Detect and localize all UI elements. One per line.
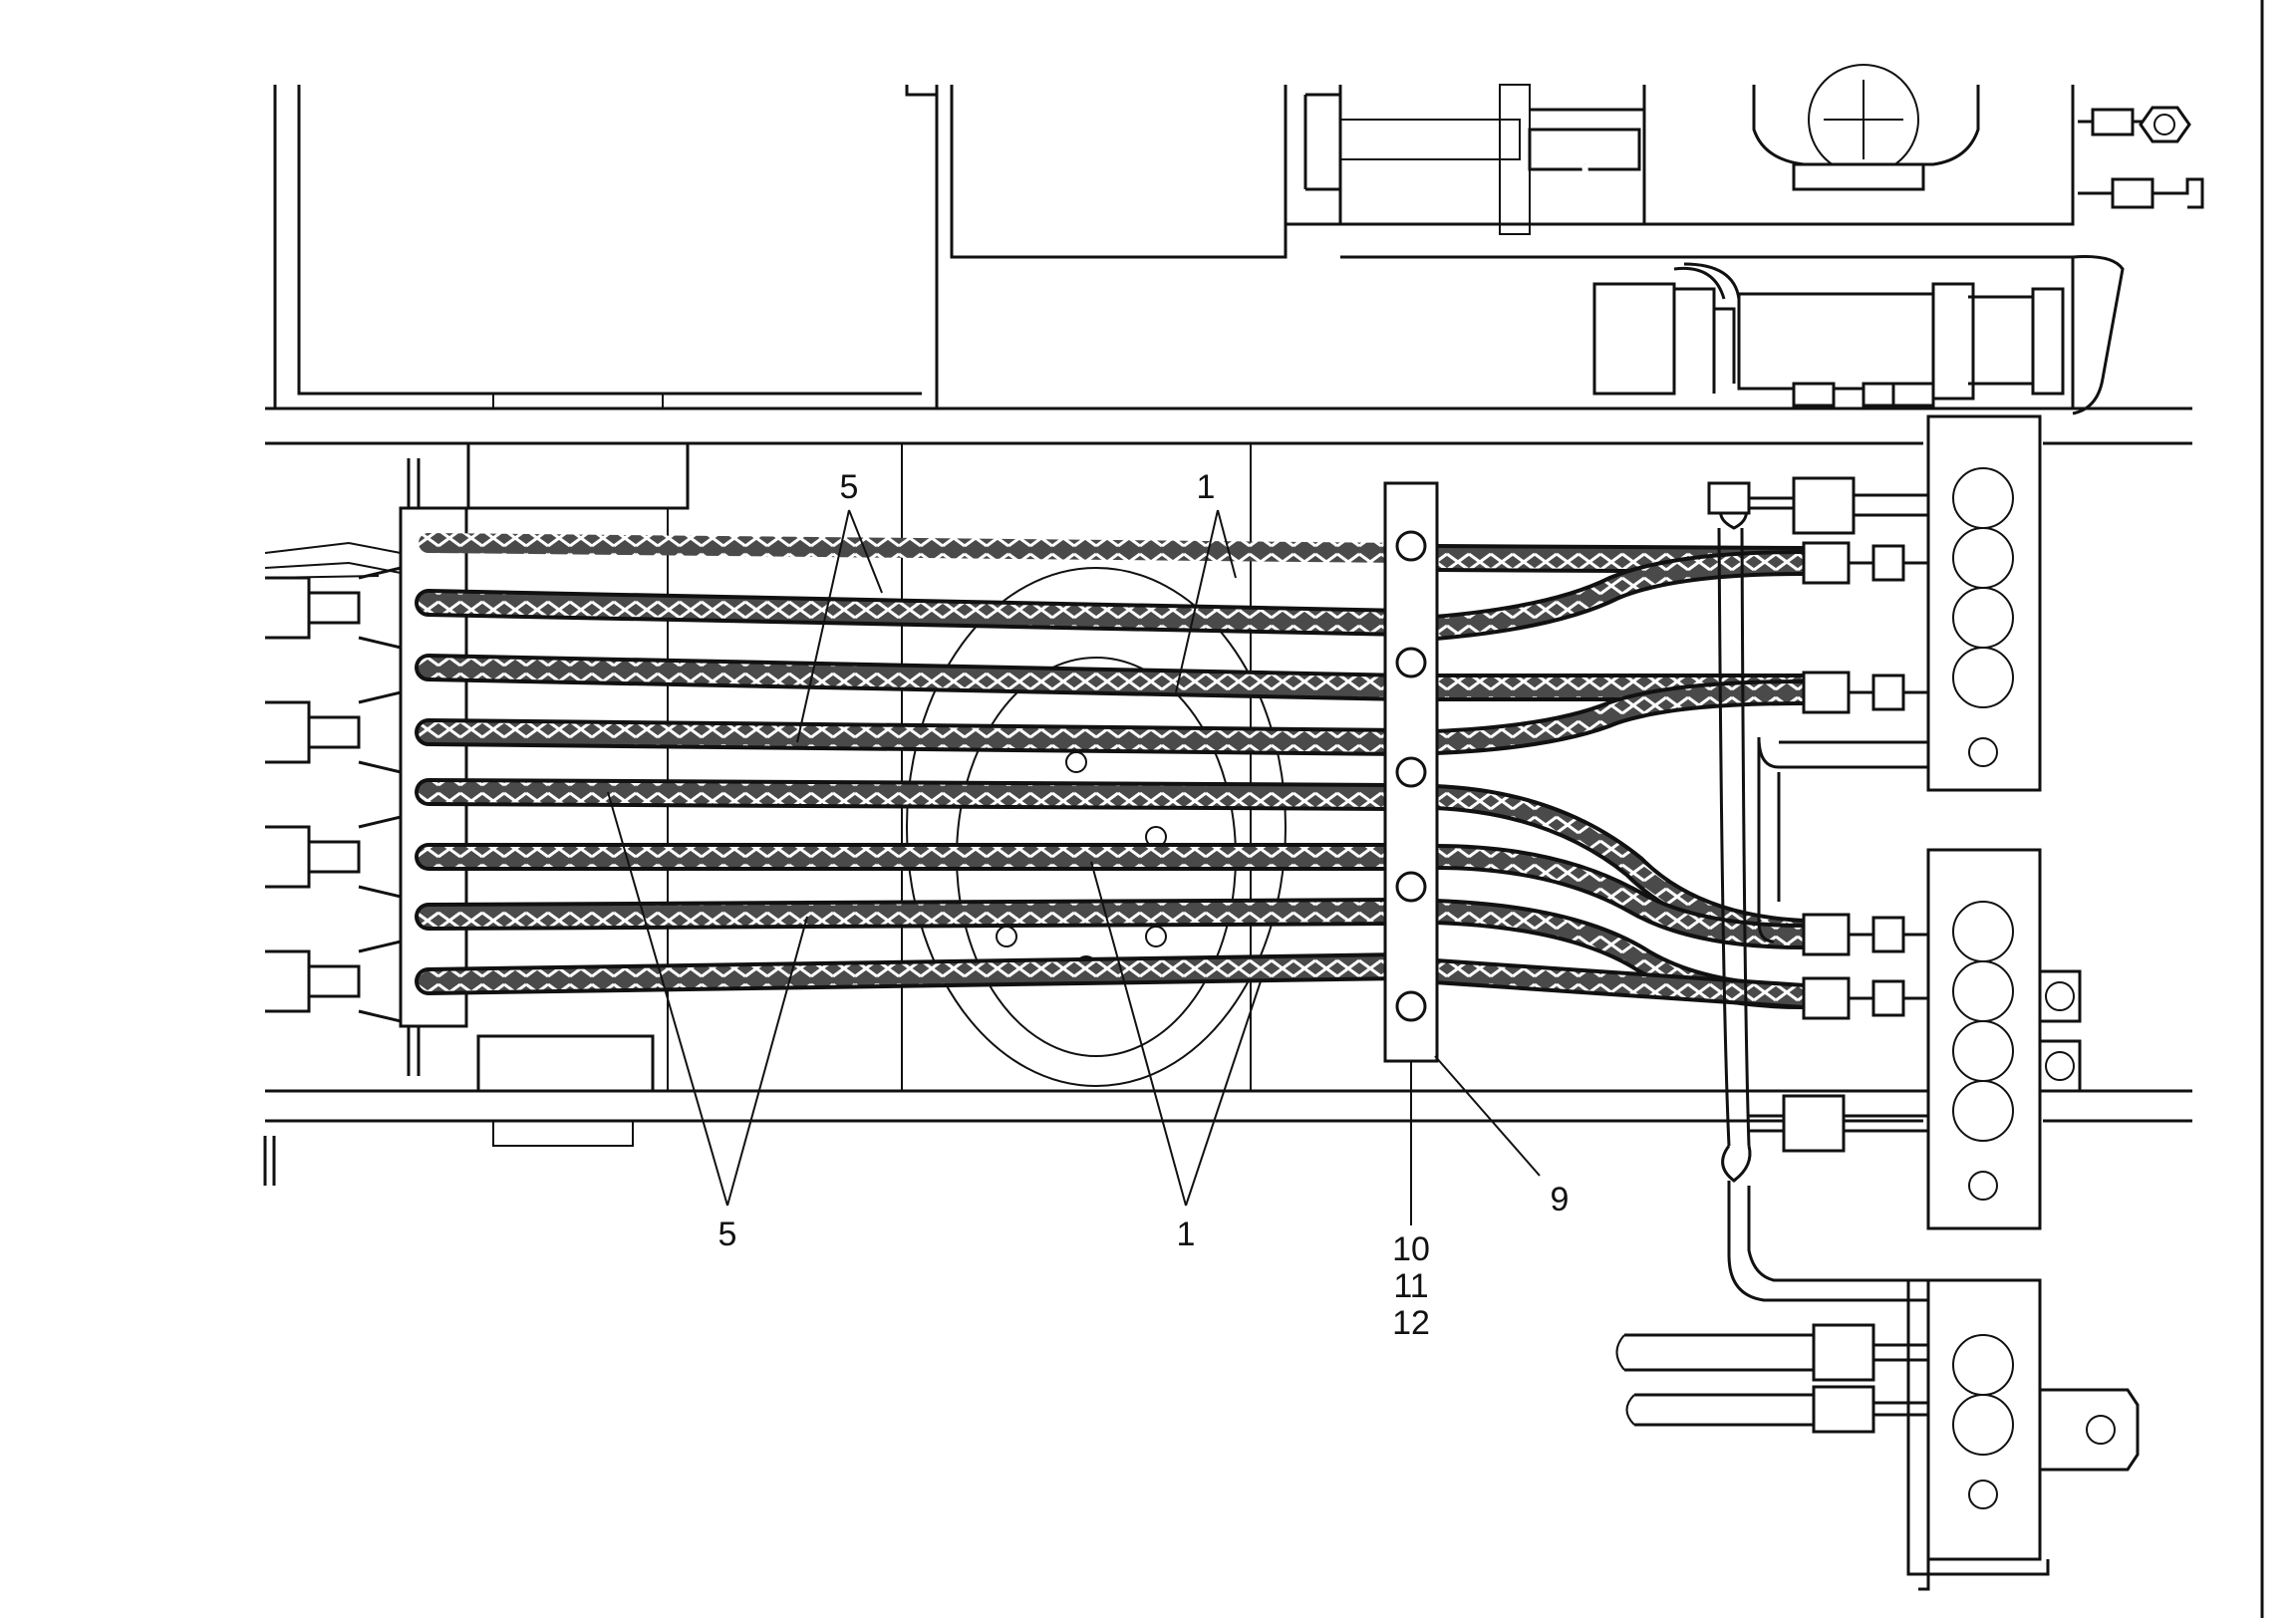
callout-5-top: 5 bbox=[840, 468, 859, 506]
braided-hose-inner bbox=[419, 593, 1415, 633]
bolt-group-upper-right bbox=[2078, 106, 2204, 209]
braided-hose-inner bbox=[419, 533, 1415, 563]
braided-hose-inner bbox=[419, 722, 1415, 752]
upper-structure bbox=[273, 64, 2204, 415]
braided-hose-group bbox=[415, 533, 1805, 1009]
manifold-fittings bbox=[265, 566, 403, 1023]
braided-hose-inner bbox=[419, 902, 1415, 927]
wheel-hub bbox=[667, 442, 1287, 1092]
hydraulic-cylinder bbox=[1592, 255, 2125, 415]
callout-labels: 1 5 5 1 9 10 11 12 bbox=[718, 468, 1570, 1342]
braided-hose-inner bbox=[419, 782, 1415, 807]
callout-11: 11 bbox=[1393, 1267, 1428, 1305]
braided-hose-inner bbox=[419, 658, 1415, 697]
callout-10: 10 bbox=[1392, 1230, 1430, 1268]
braided-hose-inner bbox=[419, 956, 1415, 991]
leader-lines bbox=[607, 509, 1541, 1225]
callout-1-top: 1 bbox=[1197, 468, 1216, 506]
callout-9: 9 bbox=[1551, 1181, 1570, 1218]
hose-end-fittings bbox=[1802, 541, 1928, 1020]
callout-12: 12 bbox=[1392, 1304, 1430, 1342]
right-valve-blocks bbox=[1615, 414, 2140, 1591]
callout-5-bottom: 5 bbox=[718, 1215, 737, 1253]
hose-clamp-bar bbox=[1383, 481, 1439, 1063]
callout-1-bottom: 1 bbox=[1177, 1215, 1196, 1253]
